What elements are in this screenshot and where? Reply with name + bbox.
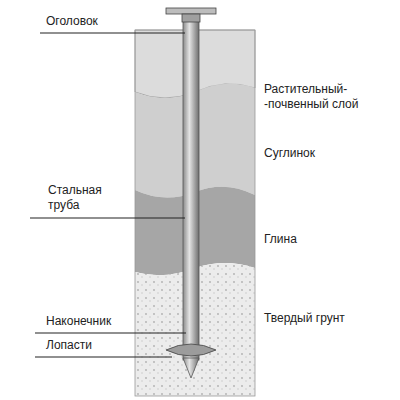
part-label: Растительный- -почвенный слой — [264, 82, 376, 112]
leader-line — [30, 217, 185, 218]
part-label: Стальная труба — [48, 183, 120, 213]
part-label: Лопасти — [46, 338, 156, 353]
pile-cap-neck — [182, 14, 200, 22]
part-label: Наконечник — [46, 314, 166, 329]
pile-cap-plate — [166, 8, 216, 14]
steel-pipe — [183, 20, 199, 360]
part-label: Суглинок — [264, 146, 384, 161]
part-label: Глина — [264, 232, 384, 247]
part-label: Твердый грунт — [264, 311, 384, 326]
leader-line — [35, 332, 186, 333]
pile-tip — [183, 358, 199, 378]
helical-blade — [166, 344, 216, 356]
leader-line — [40, 32, 185, 33]
part-label: Оголовок — [46, 14, 166, 29]
leader-line — [35, 356, 172, 357]
